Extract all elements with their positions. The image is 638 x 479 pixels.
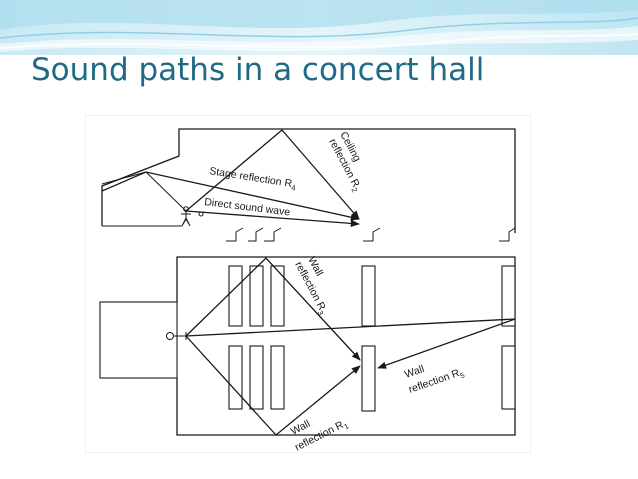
stage-box	[99, 301, 178, 379]
slide-title: Sound paths in a concert hall	[31, 52, 485, 88]
seat-row-marks	[226, 227, 516, 242]
header-wave-banner	[0, 0, 638, 55]
wall-reflection-r3-path	[185, 257, 361, 361]
direct-sound-path	[185, 210, 360, 228]
plan-view: Wall reflection R3 Wall reflection R5 Wa…	[99, 255, 516, 452]
concert-hall-diagram-panel: Ceiling reflection R2 Stage reflection R…	[86, 116, 530, 452]
section-view: Ceiling reflection R2 Stage reflection R…	[101, 128, 516, 242]
seating-blocks	[228, 265, 516, 412]
stage-wall-ray	[101, 171, 147, 185]
stage-incident-ray	[145, 171, 187, 212]
ceiling-reflection-path	[185, 129, 360, 220]
wall-reflection-r5-path	[185, 318, 516, 369]
concert-hall-diagram: Ceiling reflection R2 Stage reflection R…	[99, 128, 516, 452]
wall-reflection-r1-path	[185, 335, 361, 436]
hall-section-outline	[101, 128, 516, 233]
hall-plan-outline	[176, 256, 516, 436]
